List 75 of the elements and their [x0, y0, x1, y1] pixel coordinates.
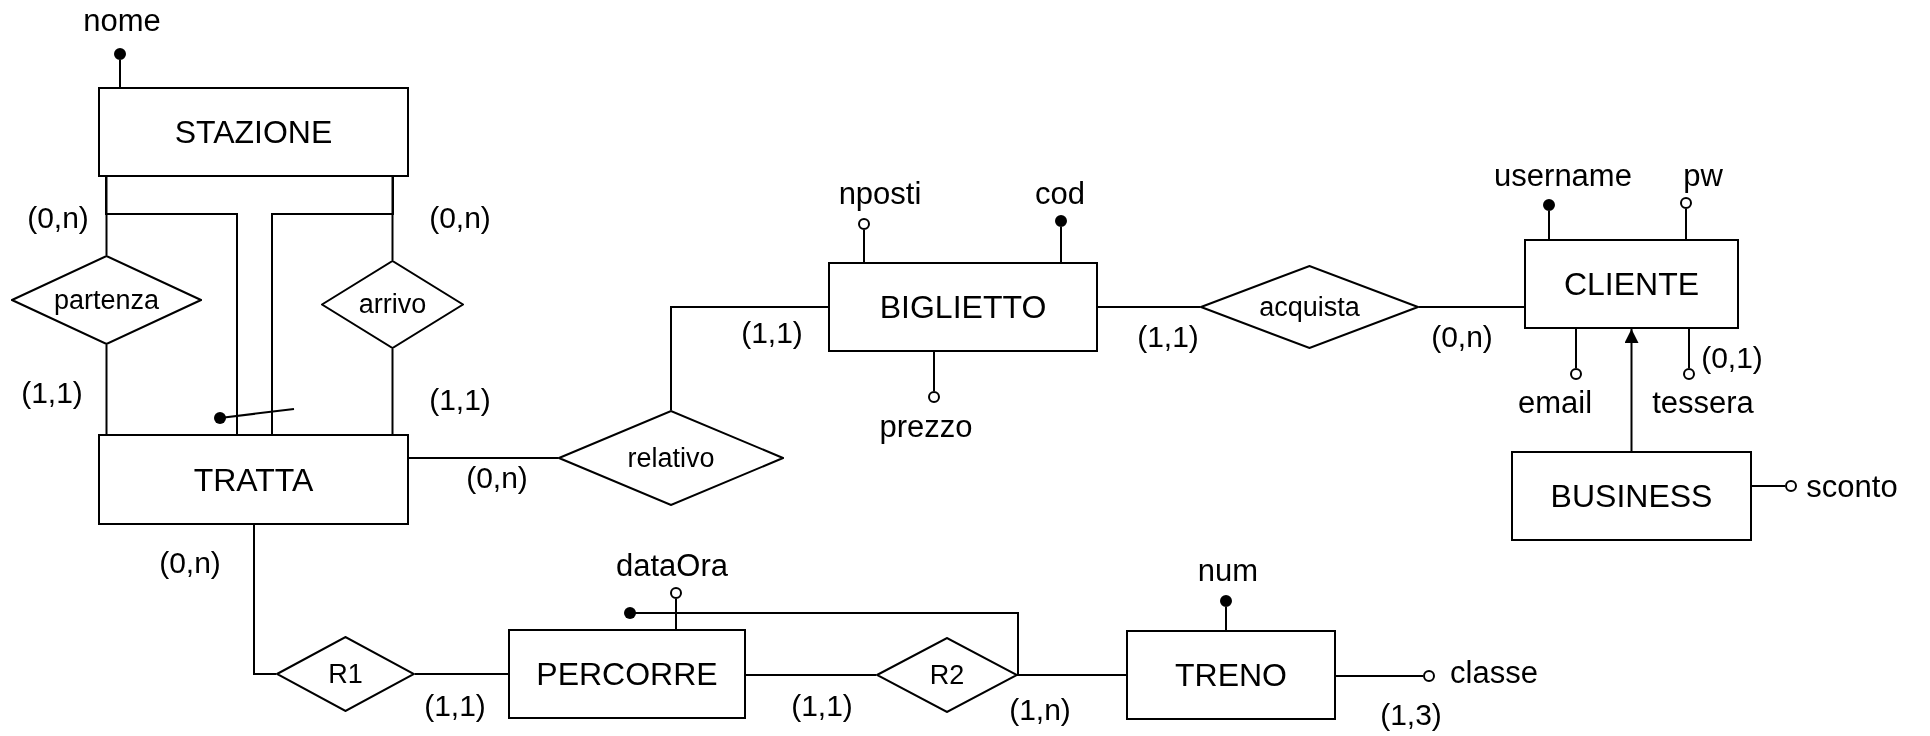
- connector-line: [1017, 674, 1127, 676]
- cardinality-label: (0,n): [159, 548, 221, 578]
- attribute-name: dataOra: [616, 549, 728, 581]
- connector-line: [105, 344, 108, 435]
- attribute-name: prezzo: [879, 410, 973, 442]
- relationship-diamond: R1: [276, 636, 415, 712]
- cardinality-label: (0,n): [429, 203, 491, 233]
- attribute-name: cod: [1035, 177, 1085, 209]
- attribute-name: tessera: [1652, 386, 1754, 418]
- attribute-circle: [1423, 670, 1435, 682]
- connector-line: [745, 674, 877, 676]
- connector-line: [119, 59, 121, 88]
- attribute-name: username: [1494, 159, 1632, 191]
- attribute-circle: [1785, 480, 1797, 492]
- connector-line: [414, 673, 509, 675]
- entity-box: PERCORRE: [508, 629, 746, 719]
- entity-box: BUSINESS: [1511, 451, 1752, 541]
- cardinality-label: (1,1): [1137, 322, 1199, 352]
- cardinality-label: (1,1): [21, 378, 83, 408]
- cardinality-label: (0,n): [1431, 322, 1493, 352]
- attribute-circle: [858, 218, 870, 230]
- cardinality-label: (1,1): [429, 385, 491, 415]
- relationship-diamond: relativo: [558, 410, 784, 506]
- connector-line: [670, 306, 829, 411]
- attribute-circle: [1680, 197, 1692, 209]
- entity-box: STAZIONE: [98, 87, 409, 177]
- cardinality-label: (1,3): [1380, 700, 1442, 730]
- connector-line: [863, 229, 865, 263]
- cardinality-label: (1,1): [791, 691, 853, 721]
- connector-line: [1685, 208, 1687, 240]
- connector-line: [105, 176, 238, 435]
- connector-line: [391, 348, 394, 435]
- relationship-diamond: partenza: [11, 255, 202, 345]
- connector-line: [1335, 675, 1424, 677]
- connector-line: [1688, 328, 1690, 369]
- attribute-name: email: [1517, 386, 1593, 418]
- cardinality-label: (0,n): [27, 203, 89, 233]
- connector-line: [1751, 485, 1786, 487]
- entity-box: CLIENTE: [1524, 239, 1739, 329]
- cardinality-label: (0,n): [466, 463, 528, 493]
- attribute-circle: [1683, 368, 1695, 380]
- connector-line: [105, 176, 108, 256]
- relationship-diamond: acquista: [1200, 265, 1419, 349]
- connector-line: [1225, 606, 1227, 631]
- attribute-name: nposti: [838, 177, 922, 209]
- relationship-diamond: arrivo: [321, 260, 464, 349]
- attribute-circle: [928, 391, 940, 403]
- connector-line: [1548, 210, 1550, 240]
- entity-box: TRENO: [1126, 630, 1336, 720]
- entity-box: BIGLIETTO: [828, 262, 1098, 352]
- connector-line: [1060, 226, 1062, 263]
- identifier-dot: [114, 48, 126, 60]
- cardinality-label: (1,1): [741, 318, 803, 348]
- attribute-circle: [670, 587, 682, 599]
- connector-line: [408, 457, 559, 459]
- isa-arrow: [1624, 328, 1639, 452]
- attribute-name: sconto: [1806, 470, 1898, 502]
- connector-line: [933, 351, 935, 392]
- connector-line: [1575, 328, 1577, 369]
- identifier-dot: [1055, 215, 1067, 227]
- identifier-dot: [1220, 595, 1232, 607]
- attribute-circle: [1570, 368, 1582, 380]
- entity-box: TRATTA: [98, 434, 409, 525]
- cardinality-label: (0,1): [1701, 343, 1763, 373]
- connector-line: [1097, 306, 1201, 308]
- identifier-dot: [1543, 199, 1555, 211]
- connector-line: [253, 524, 277, 675]
- attribute-name: classe: [1450, 656, 1538, 688]
- connector-line: [271, 176, 394, 435]
- connector-line: [675, 598, 677, 630]
- connector-line: [1418, 306, 1525, 308]
- attribute-name: pw: [1683, 159, 1723, 191]
- attribute-name: num: [1197, 554, 1259, 586]
- cardinality-label: (1,1): [424, 691, 486, 721]
- attribute-name: nome: [83, 4, 161, 36]
